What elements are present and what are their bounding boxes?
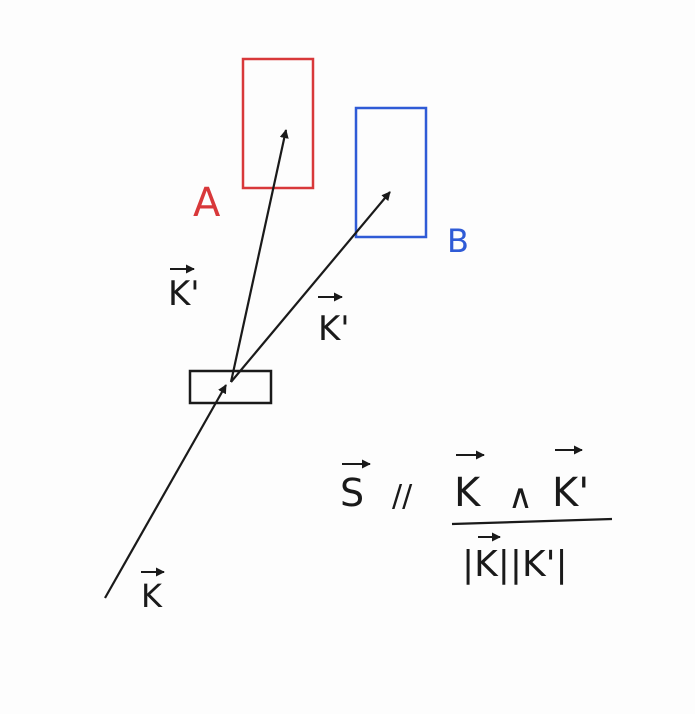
detector-b-label: B xyxy=(447,222,469,260)
detector-a-box xyxy=(241,57,315,190)
formula-lhs: S xyxy=(340,471,364,515)
scattered-beam-b-arrow xyxy=(230,191,391,383)
formula-numerator-left: K xyxy=(454,470,482,516)
formula-denominator: |K||K'| xyxy=(462,544,568,585)
polarization-formula: S // K ∧ K' |K||K'| xyxy=(340,445,613,585)
incident-beam-arrow xyxy=(104,384,227,599)
vector-label-kprime-b-text: K' xyxy=(318,309,350,349)
vector-label-k-text: K xyxy=(141,577,163,615)
scattered-beam-a-arrow xyxy=(229,129,289,383)
formula-wedge: ∧ xyxy=(508,477,533,517)
formula-numerator-right: K' xyxy=(552,470,589,516)
sample-box xyxy=(188,369,273,405)
detector-a-label: A xyxy=(193,180,221,226)
detector-b-box xyxy=(354,106,428,239)
formula-fraction-bar xyxy=(451,517,613,526)
vector-label-k: K xyxy=(141,567,165,615)
vector-label-kprime-a: K' xyxy=(168,264,200,314)
vector-label-kprime-b: K' xyxy=(318,292,350,349)
vector-label-kprime-a-text: K' xyxy=(168,274,200,314)
formula-relation: // xyxy=(392,479,413,514)
